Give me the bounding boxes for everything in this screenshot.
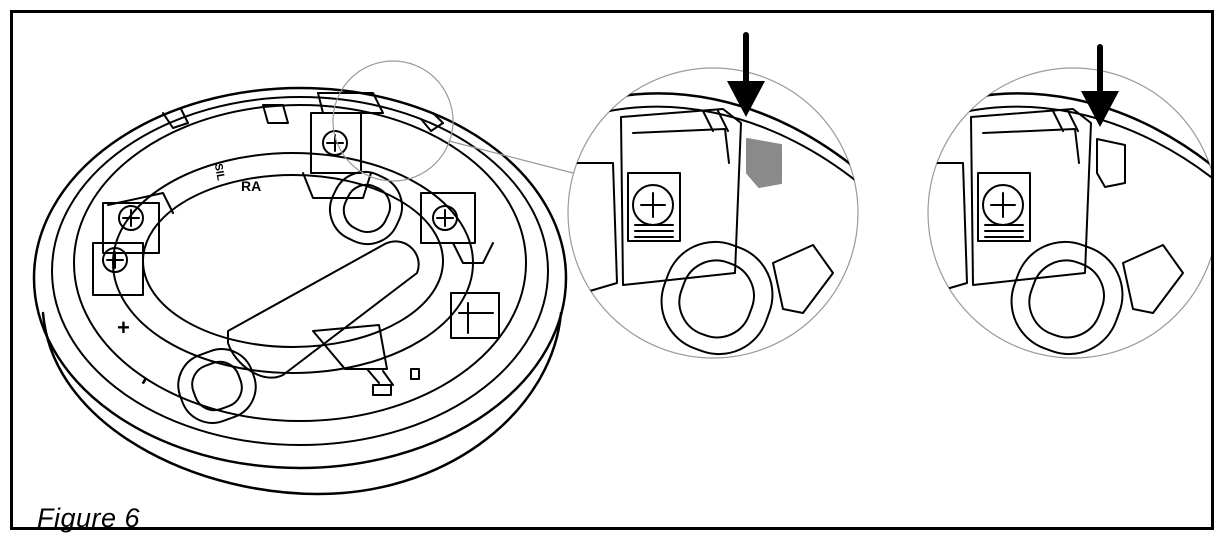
figure-frame: RA SIL + - bbox=[10, 10, 1219, 533]
highlight-tab bbox=[746, 138, 782, 188]
terminal-label-plus: + bbox=[117, 315, 130, 340]
terminal-label-minus: - bbox=[130, 371, 155, 390]
mounting-slot bbox=[329, 171, 403, 245]
detail-callout bbox=[332, 60, 574, 182]
terminal-block bbox=[450, 292, 500, 339]
arrow-down-icon bbox=[1081, 44, 1119, 127]
arrow-down-icon bbox=[727, 32, 765, 117]
detail-view-2 bbox=[927, 44, 1219, 359]
terminal-label-sil: SIL bbox=[212, 163, 227, 182]
terminal-block bbox=[102, 192, 174, 254]
terminal-label-ra: RA bbox=[241, 178, 261, 194]
latch-lever bbox=[227, 240, 420, 396]
figure-drawing: RA SIL + - bbox=[32, 32, 1219, 496]
terminal-block bbox=[420, 192, 494, 264]
detector-base: RA SIL + - bbox=[32, 86, 568, 496]
terminal-block bbox=[92, 242, 144, 296]
figure-caption: Figure 6 bbox=[37, 503, 141, 533]
detail-view-1 bbox=[567, 32, 859, 359]
